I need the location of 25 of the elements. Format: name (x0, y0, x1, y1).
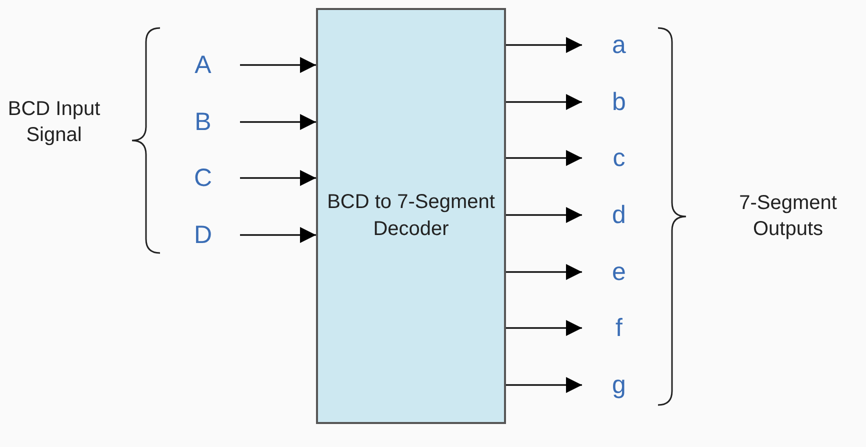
decoder-block: BCD to 7-Segment Decoder (316, 8, 506, 424)
arrow (506, 320, 582, 336)
output-signal-label: b (604, 85, 634, 119)
arrow (506, 37, 582, 53)
arrow (506, 264, 582, 280)
input-signal-label: D (188, 218, 218, 252)
arrow (240, 170, 316, 186)
arrow (240, 227, 316, 243)
group-label: BCD Input Signal (6, 97, 102, 148)
input-signal-label: A (188, 48, 218, 82)
arrow (240, 114, 316, 130)
output-signal-label: g (604, 368, 634, 402)
output-signal-label: d (604, 198, 634, 232)
output-signal-label: e (604, 255, 634, 289)
arrow (506, 377, 582, 393)
arrow (506, 207, 582, 223)
arrow (506, 150, 582, 166)
arrow (506, 94, 582, 110)
output-signal-label: f (604, 311, 634, 345)
arrow (240, 57, 316, 73)
group-label: 7-Segment Outputs (738, 191, 838, 242)
output-signal-label: c (604, 141, 634, 175)
input-signal-label: C (188, 161, 218, 195)
input-signal-label: B (188, 105, 218, 139)
output-signal-label: a (604, 28, 634, 62)
